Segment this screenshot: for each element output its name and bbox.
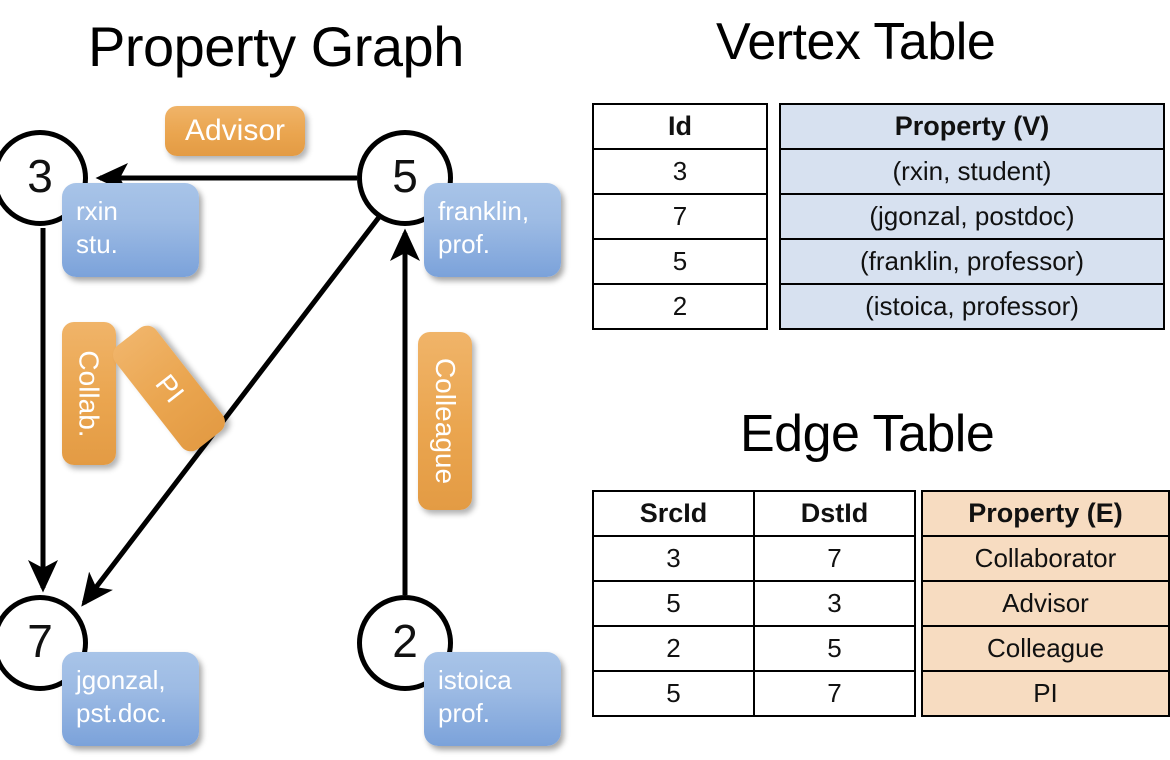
graph-node-7-label: 7: [27, 615, 53, 667]
edge-label-pi-text: PI: [149, 368, 190, 409]
vertex-table-row: 3: [592, 148, 768, 195]
vertex-table-row: (rxin, student): [779, 148, 1165, 195]
vertex-property-box-7-line2: pst.doc.: [76, 698, 168, 729]
vertex-table-row: (jgonzal, postdoc): [779, 193, 1165, 240]
vertex-property-box-7-line1: jgonzal,: [76, 665, 166, 695]
vertex-table-cell-id: 7: [592, 193, 768, 240]
edge-label-advisor: Advisor: [165, 106, 305, 156]
vertex-property-box-3-line2: stu.: [76, 229, 118, 260]
vertex-property-box-5: franklin, prof.: [424, 183, 561, 277]
edge-table-header-dstid: DstId: [753, 490, 916, 537]
vertex-table-cell-property: (rxin, student): [779, 148, 1165, 195]
vertex-property-box-7: jgonzal, pst.doc.: [62, 652, 199, 746]
vertex-table-row: 2: [592, 283, 768, 330]
vertex-table-header-property: Property (V): [779, 103, 1165, 150]
vertex-table-cell-property: (jgonzal, postdoc): [779, 193, 1165, 240]
edge-label-collab-text: Collab.: [74, 349, 106, 438]
vertex-table-cell-id: 3: [592, 148, 768, 195]
edge-label-colleague-text: Colleague: [430, 357, 462, 485]
graph-node-2-label: 2: [392, 615, 418, 667]
graph-node-5-label: 5: [392, 150, 418, 202]
edge-label-collab: Collab.: [62, 322, 116, 465]
vertex-table-cell-id: 5: [592, 238, 768, 285]
vertex-table-cell-property: (istoica, professor): [779, 283, 1165, 330]
edge-table-row: Advisor: [921, 580, 1170, 627]
page-title-vertex-table: Vertex Table: [716, 13, 996, 71]
vertex-table-row: 7: [592, 193, 768, 240]
vertex-table-cell-property: (franklin, professor): [779, 238, 1165, 285]
edge-table-cell-dstid: 7: [753, 535, 916, 582]
edge-5-to-7: [81, 206, 388, 607]
vertex-table-header-id: Id: [592, 103, 768, 150]
edge-table-row: PI: [921, 670, 1170, 717]
vertex-table-row: (franklin, professor): [779, 238, 1165, 285]
vertex-property-box-5-line2: prof.: [438, 229, 491, 260]
edge-table-cell-dstid: 5: [753, 625, 916, 672]
edge-table-row: Colleague: [921, 625, 1170, 672]
edge-table-cell-property: PI: [921, 670, 1170, 717]
edge-table-row: Collaborator: [921, 535, 1170, 582]
edge-label-colleague: Colleague: [418, 332, 472, 510]
edge-table-cell-srcid: 2: [592, 625, 755, 672]
edge-table-cell-srcid: 5: [592, 670, 755, 717]
vertex-property-box-2-line1: istoica: [438, 665, 512, 695]
edge-table-cell-srcid: 3: [592, 535, 755, 582]
edge-table-header-property: Property (E): [921, 490, 1170, 537]
edge-table-header-row-property: Property (E): [921, 490, 1170, 537]
vertex-property-box-3-line1: rxin: [76, 196, 118, 226]
edge-table-cell-dstid: 3: [753, 580, 916, 627]
edge-table-header-srcid: SrcId: [592, 490, 755, 537]
page-title-edge-table: Edge Table: [740, 405, 995, 463]
vertex-table-header-row: Id: [592, 103, 768, 150]
edge-table-cell-property: Collaborator: [921, 535, 1170, 582]
vertex-property-box-2-line2: prof.: [438, 698, 491, 729]
vertex-property-box-3: rxin stu.: [62, 183, 199, 277]
edge-table-header-row: SrcId DstId: [592, 490, 916, 537]
edge-table-cell-srcid: 5: [592, 580, 755, 627]
edge-table-cell-property: Colleague: [921, 625, 1170, 672]
vertex-property-box-2: istoica prof.: [424, 652, 561, 746]
graph-node-3-label: 3: [27, 150, 53, 202]
vertex-table-header-row-property: Property (V): [779, 103, 1165, 150]
vertex-table-property-column: Property (V) (rxin, student)(jgonzal, po…: [779, 103, 1165, 330]
vertex-table-cell-id: 2: [592, 283, 768, 330]
vertex-table-row: 5: [592, 238, 768, 285]
edge-table-cell-property: Advisor: [921, 580, 1170, 627]
vertex-table-row: (istoica, professor): [779, 283, 1165, 330]
page-title-property-graph: Property Graph: [88, 15, 464, 78]
vertex-property-box-5-line1: franklin,: [438, 196, 530, 226]
edge-table-cell-dstid: 7: [753, 670, 916, 717]
edge-label-advisor-text: Advisor: [184, 114, 286, 147]
graph-edges-svg: [28, 163, 420, 607]
